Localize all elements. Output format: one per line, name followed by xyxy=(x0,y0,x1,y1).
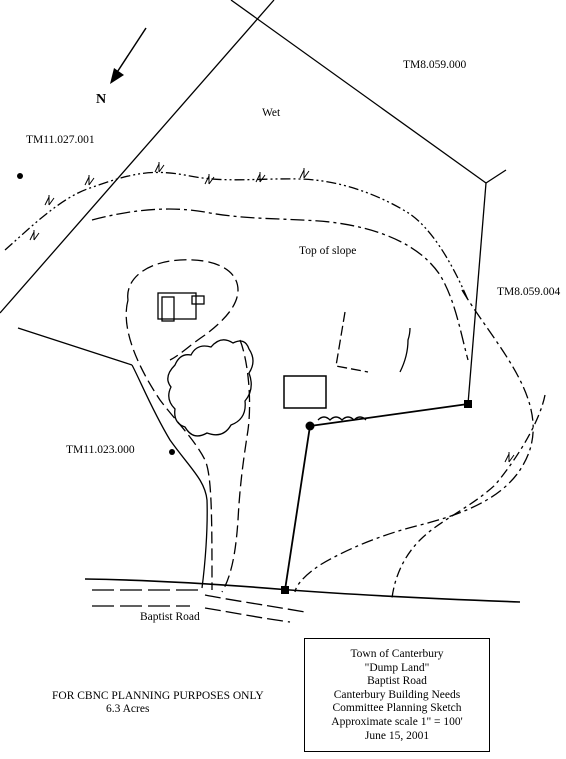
corner-marker-s xyxy=(281,586,289,594)
building-pad xyxy=(283,375,327,409)
title-line-scale: Approximate scale 1" = 100' xyxy=(331,715,463,728)
slope-outer-east xyxy=(391,394,546,599)
baptist-road-north-edge xyxy=(84,578,521,603)
boundary-lot-west xyxy=(284,425,311,591)
road-south-edge-east xyxy=(204,607,291,623)
slope-toe-east xyxy=(294,289,534,593)
boundary-lot-north xyxy=(309,403,469,427)
top-of-slope-line xyxy=(91,208,469,361)
planning-note-purpose: FOR CBNC PLANNING PURPOSES ONLY xyxy=(52,690,264,702)
proposed-footprint xyxy=(335,311,369,373)
title-line-date: June 15, 2001 xyxy=(364,729,430,742)
parcel-label-tm8-059-004: TM8.059.004 xyxy=(497,286,561,298)
boundary-east xyxy=(467,182,487,405)
building-porch xyxy=(191,295,205,305)
building-annex xyxy=(161,296,175,322)
parcel-label-tm11-027-001: TM11.027.001 xyxy=(26,134,95,146)
corner-marker-ne xyxy=(464,400,472,408)
drive-east-edge xyxy=(221,339,251,593)
baptist-road-label: Baptist Road xyxy=(140,611,200,623)
boundary-west xyxy=(17,327,133,366)
title-line-sketch: Committee Planning Sketch xyxy=(332,702,462,715)
drive-west-edge xyxy=(125,299,213,591)
boundary-northwest xyxy=(0,0,275,314)
tree-clump xyxy=(167,339,254,437)
planning-note-acreage: 6.3 Acres xyxy=(106,703,150,715)
marsh-symbols xyxy=(29,162,515,463)
title-line-town: Town of Canterbury xyxy=(350,648,444,660)
title-block: Town of Canterbury "Dump Land" Baptist R… xyxy=(304,638,490,752)
top-of-slope-label: Top of slope xyxy=(299,245,356,257)
corner-marker-nw xyxy=(305,421,315,431)
entrance-edge xyxy=(131,364,208,589)
planning-note: FOR CBNC PLANNING PURPOSES ONLY 6.3 Acre… xyxy=(52,690,272,716)
tree-line-east xyxy=(399,327,411,373)
title-line-committee: Canterbury Building Needs xyxy=(333,688,461,701)
title-line-road: Baptist Road xyxy=(367,675,427,688)
road-centerline-east xyxy=(204,594,306,613)
north-arrow: N xyxy=(96,27,147,107)
drive-loop-north xyxy=(127,259,239,361)
parcel-label-tm8-059-000: TM8.059.000 xyxy=(403,59,467,71)
tree-line-pad xyxy=(317,416,367,421)
building-existing xyxy=(157,292,197,320)
title-line-name: "Dump Land" xyxy=(364,661,430,674)
boundary-corner-tick xyxy=(485,169,507,184)
wetland-edge xyxy=(4,171,469,301)
boundary-northeast xyxy=(230,0,487,184)
north-label: N xyxy=(96,92,106,107)
survey-point xyxy=(17,173,23,179)
drive-point xyxy=(169,449,175,455)
wet-label: Wet xyxy=(262,107,281,119)
parcel-label-tm11-023-000: TM11.023.000 xyxy=(66,444,135,456)
